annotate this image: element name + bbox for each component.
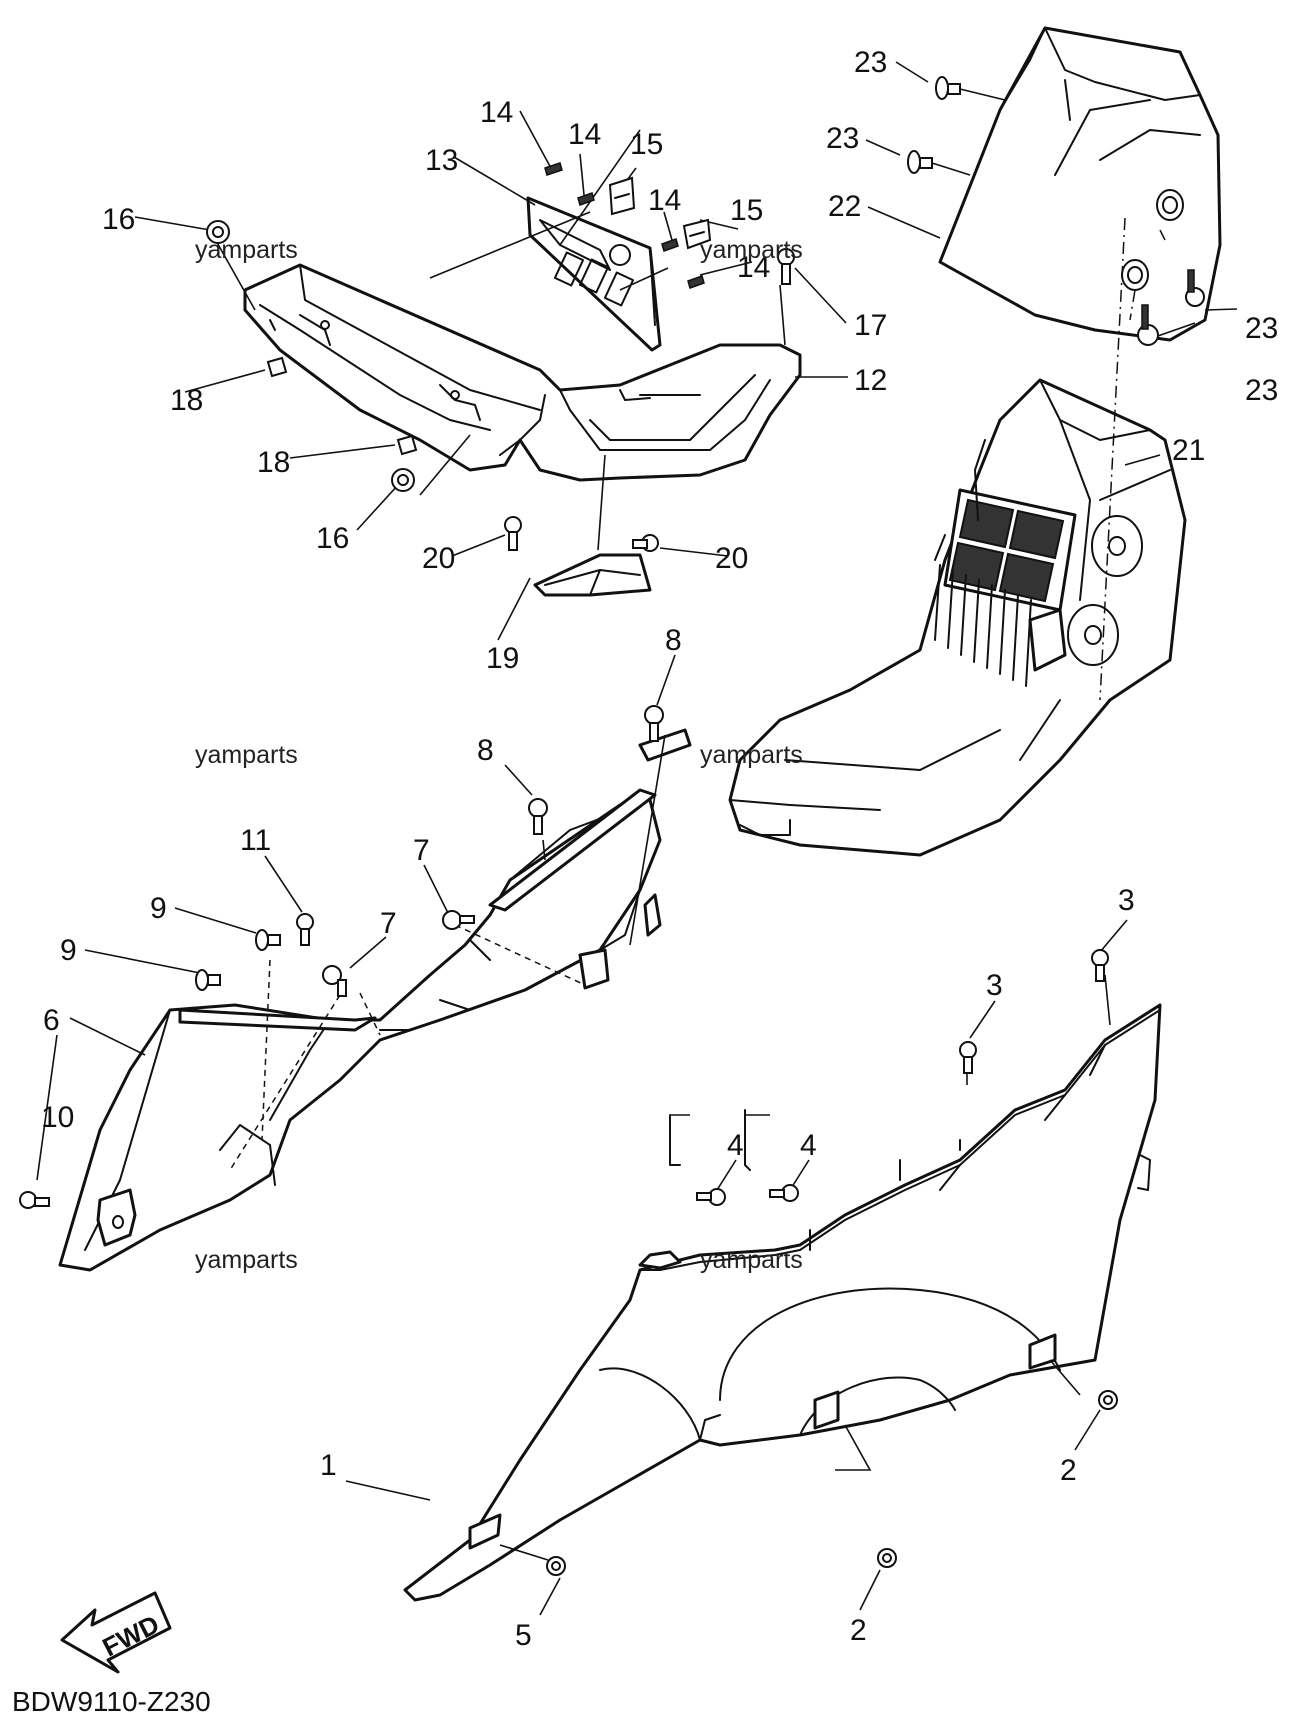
callout-14: 14 [568,118,601,151]
part-1-right-cover [403,1003,1162,1602]
part-6-left-cover [58,728,692,1272]
screw-14-b [577,192,595,206]
callout-8: 8 [477,734,494,767]
watermark-text: yamparts [700,1246,803,1274]
screw-14-c [661,238,679,252]
callout-2: 2 [850,1614,867,1647]
callout-23: 23 [1245,312,1278,345]
screw-14-d [687,275,705,289]
watermark-text: yamparts [195,1246,298,1274]
bolt-10 [19,1191,50,1209]
bolt-23-d [1137,304,1159,346]
clip-11 [296,913,314,946]
callout-10: 10 [41,1101,74,1134]
callout-18: 18 [257,446,290,479]
callout-4: 4 [727,1129,744,1162]
part-21-console-cover [728,378,1187,857]
leader-lines [36,61,1238,1616]
watermark-text: yamparts [700,741,803,769]
callout-22: 22 [828,190,861,223]
callout-3: 3 [986,969,1003,1002]
callout-7: 7 [413,834,430,867]
part-22-upper-cover [938,26,1222,342]
clip-23-b [907,150,971,176]
part-19-bracket [533,553,652,597]
screw-7-b [322,965,347,997]
callout-14: 14 [648,184,681,217]
clip-23-a [935,76,1006,101]
clip-8-a [644,705,664,742]
callout-17: 17 [854,309,887,342]
watermark-text: yamparts [195,236,298,264]
callout-5: 5 [515,1619,532,1652]
clip-4-a [696,1188,726,1206]
nut-18-b [396,434,418,456]
callout-21: 21 [1172,434,1205,467]
bolt-23-c [1185,269,1205,307]
callout-7: 7 [380,907,397,940]
callout-15: 15 [730,194,763,227]
callout-4: 4 [800,1129,817,1162]
callout-14: 14 [737,251,770,284]
part-12-front-panel [243,263,802,482]
callout-2: 2 [1060,1454,1077,1487]
nut-18-a [266,356,288,378]
callout-18: 18 [170,384,203,417]
callout-8: 8 [665,624,682,657]
fasteners [19,76,1205,1576]
assembly-lines [229,129,1166,1561]
bolt-5 [546,1556,566,1576]
callout-20: 20 [422,542,455,575]
callout-3: 3 [1118,884,1135,917]
callout-6: 6 [43,1004,60,1037]
callout-15: 15 [630,128,663,161]
bolt-16-a [206,220,230,244]
callout-9: 9 [60,934,77,967]
callout-13: 13 [425,144,458,177]
clip-20-b [632,534,659,552]
clip-17 [777,248,795,285]
screw-7-a [442,910,475,930]
callout-23: 23 [826,122,859,155]
nut-15-b [682,218,712,250]
callout-9: 9 [150,892,167,925]
watermark-text: yamparts [195,741,298,769]
clip-9-b [195,969,221,991]
watermark-text: yamparts [700,236,803,264]
fwd-arrow-icon: FWD [60,1591,172,1674]
clip-20-a [504,516,522,551]
callout-labels: 23 23 22 23 23 21 17 12 14 14 15 13 14 1… [41,46,1278,1652]
callout-16: 16 [316,522,349,555]
diagram-code: BDW9110-Z230 [12,1686,211,1717]
part-13-plate [526,196,662,352]
callout-12: 12 [854,364,887,397]
clip-8-b [528,798,548,835]
callout-23: 23 [854,46,887,79]
callout-19: 19 [486,642,519,675]
callout-20: 20 [715,542,748,575]
nut-15-a [608,176,636,216]
bolt-2-b [1098,1390,1118,1410]
callout-23: 23 [1245,374,1278,407]
clip-4-b [769,1184,799,1202]
callout-1: 1 [320,1449,337,1482]
callout-14: 14 [480,96,513,129]
clip-3-b [959,1041,977,1074]
clip-9-a [255,929,281,951]
screw-14-a [544,162,563,176]
bolt-16-b [391,468,415,492]
watermarks: yamparts yamparts yamparts yamparts yamp… [195,236,803,1274]
clip-3-a [1091,949,1109,982]
bolt-2-a [877,1548,897,1568]
callout-11: 11 [240,824,271,857]
callout-16: 16 [102,203,135,236]
